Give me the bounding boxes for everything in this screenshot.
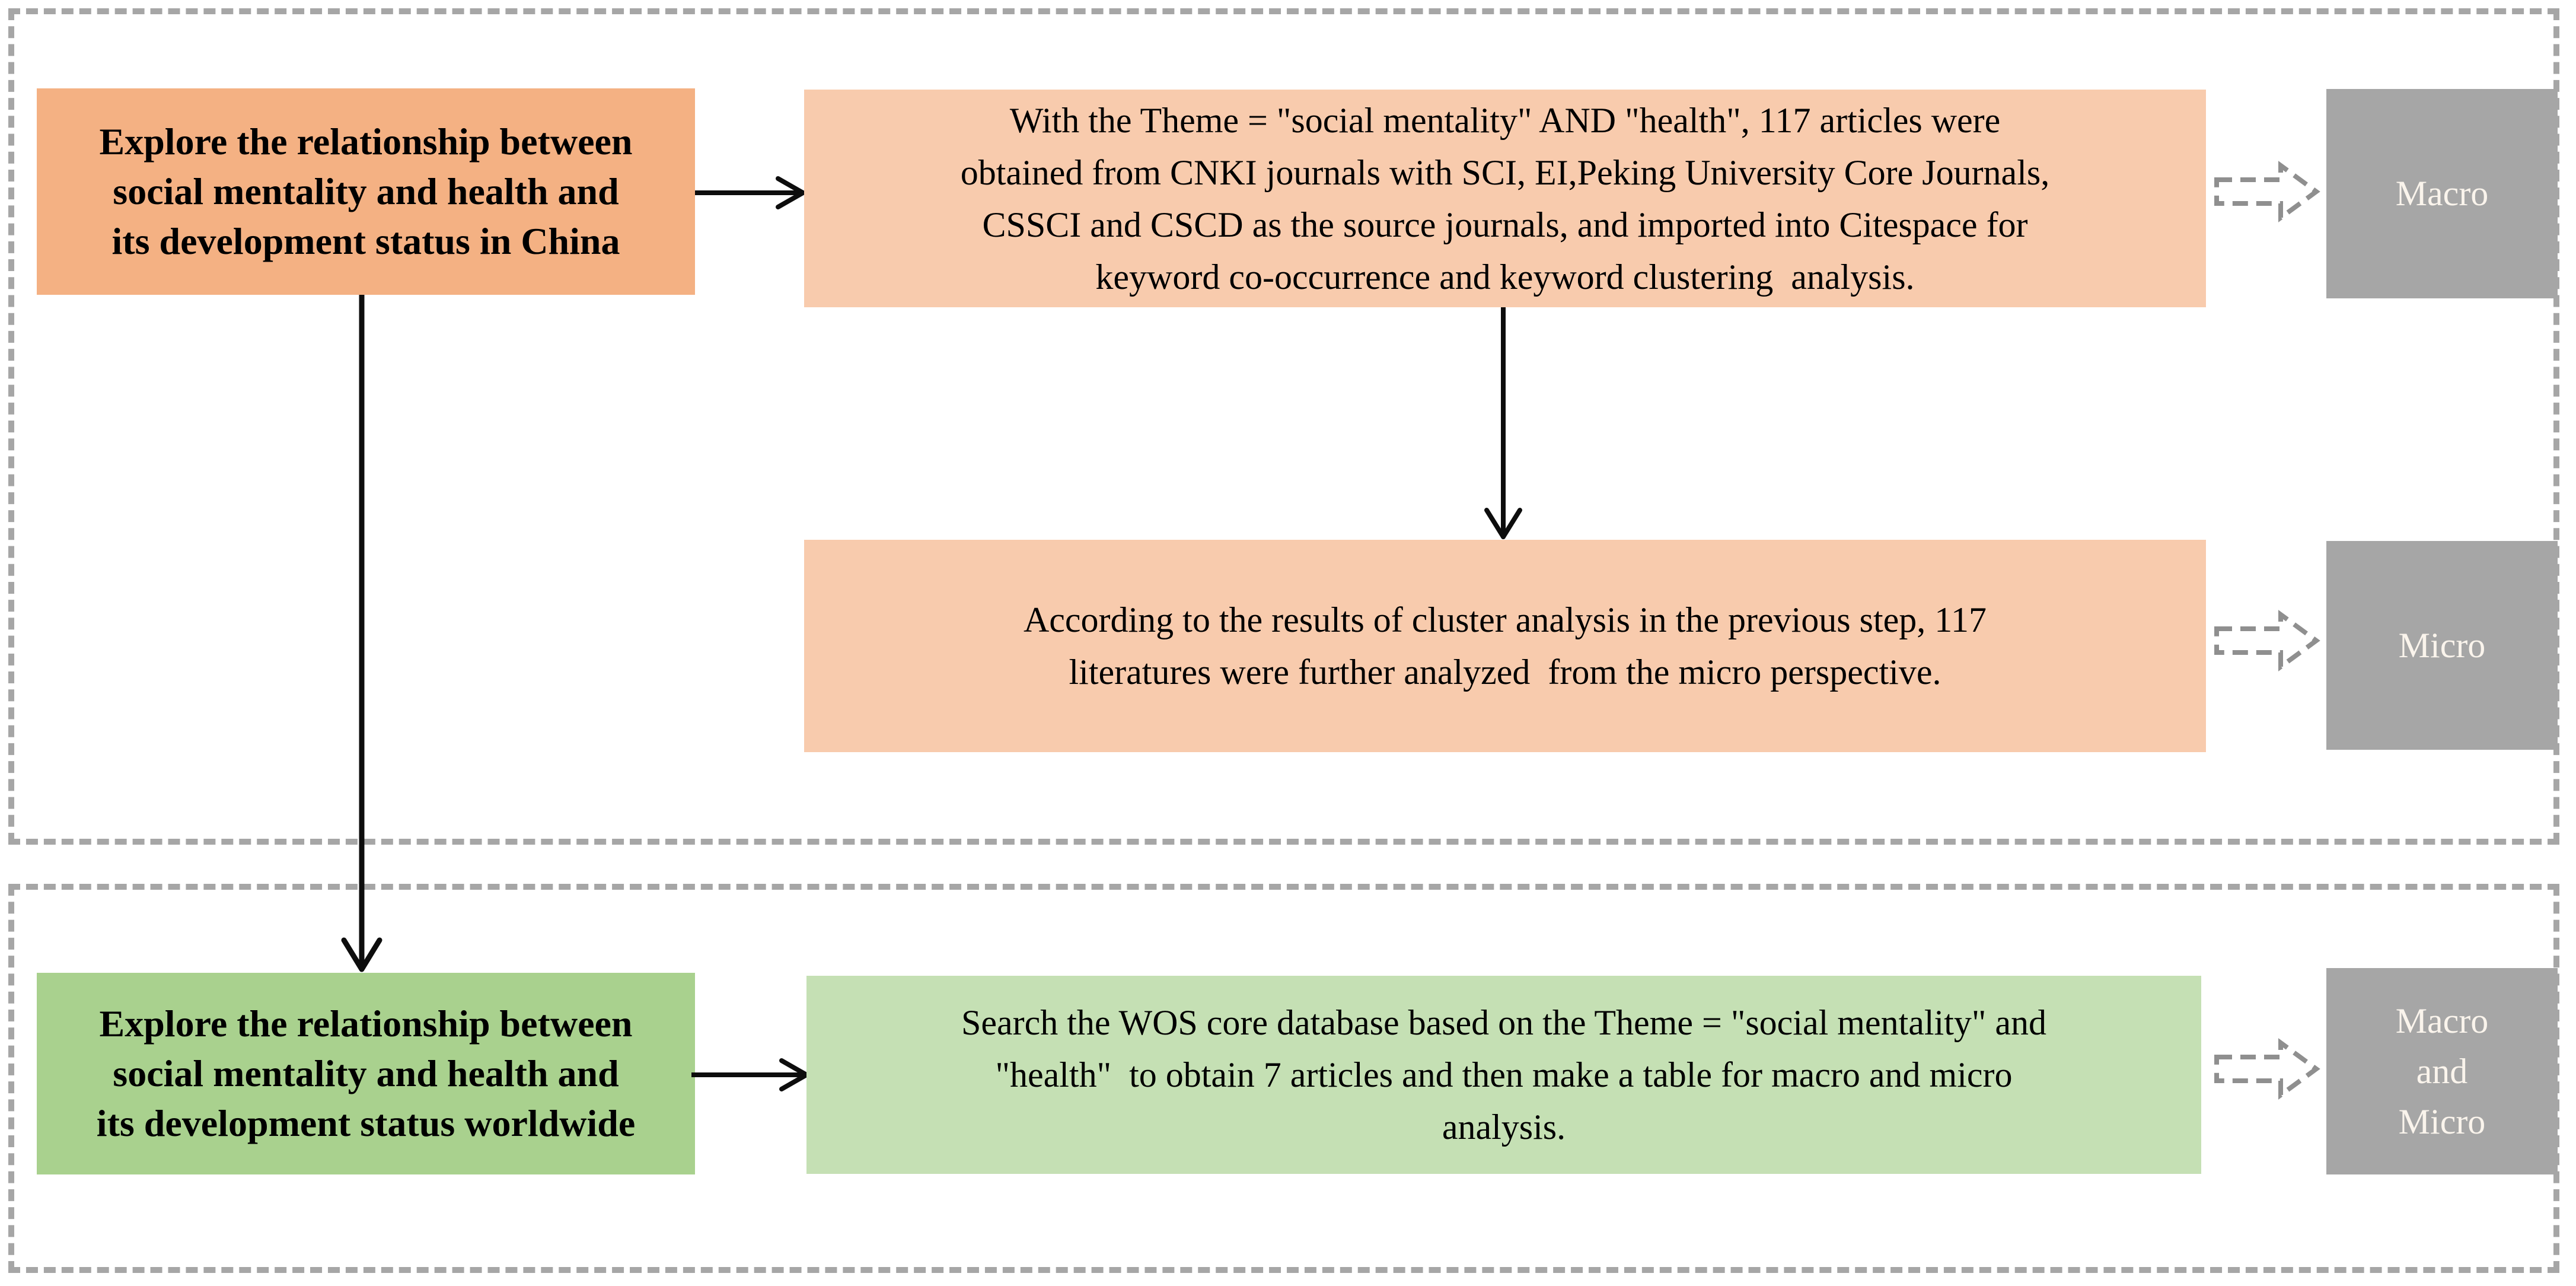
level-box-macro-text: Macro bbox=[2395, 174, 2489, 213]
arrow-down-icon bbox=[1484, 307, 1522, 539]
step-box-wos-search-text: Search the WOS core database based on th… bbox=[961, 1003, 2046, 1147]
level-box-micro-text: Micro bbox=[2398, 625, 2486, 665]
level-box-macro-and-micro-text: Macro and Micro bbox=[2395, 1001, 2489, 1141]
goal-box-china-text: Explore the relationship between social … bbox=[99, 120, 633, 262]
step-box-wos-search: Search the WOS core database based on th… bbox=[806, 976, 2201, 1174]
level-box-macro: Macro bbox=[2326, 89, 2558, 298]
step-box-cnki-search-text: With the Theme = "social mentality" AND … bbox=[960, 100, 2050, 297]
dashed-block-arrow-right-icon bbox=[2214, 610, 2320, 671]
china-section-border bbox=[8, 8, 2559, 845]
level-box-macro-and-micro: Macro and Micro bbox=[2326, 968, 2558, 1174]
arrow-right-icon bbox=[691, 1058, 809, 1091]
goal-box-worldwide-text: Explore the relationship between social … bbox=[96, 1002, 636, 1144]
step-box-cnki-search: With the Theme = "social mentality" AND … bbox=[804, 90, 2206, 307]
arrow-right-icon bbox=[695, 176, 805, 209]
goal-box-china: Explore the relationship between social … bbox=[37, 88, 695, 295]
goal-box-worldwide: Explore the relationship between social … bbox=[37, 973, 695, 1174]
level-box-micro: Micro bbox=[2326, 541, 2558, 750]
dashed-block-arrow-right-icon bbox=[2214, 1038, 2320, 1100]
step-box-cluster-analysis: According to the results of cluster anal… bbox=[804, 540, 2206, 752]
dashed-block-arrow-right-icon bbox=[2214, 161, 2320, 222]
arrow-down-icon bbox=[341, 295, 382, 972]
step-box-cluster-analysis-text: According to the results of cluster anal… bbox=[1023, 600, 1987, 692]
